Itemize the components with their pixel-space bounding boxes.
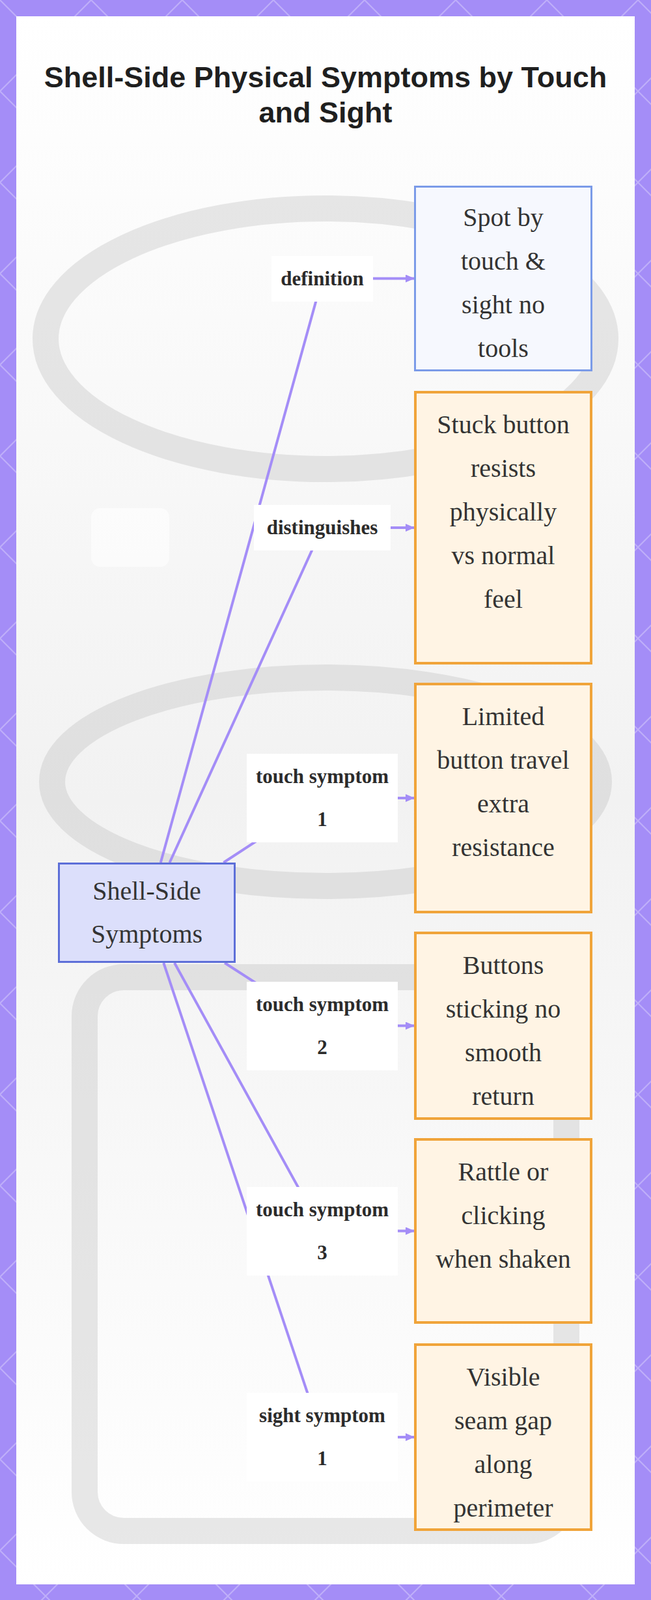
detail-box: Buttons sticking no smooth return [414,930,593,1120]
edge-label: touch symptom 3 [246,1186,398,1275]
node-text: Limited button travel extra resistance [431,693,575,869]
edge-label: distinguishes [253,504,391,551]
lock-icon [91,507,170,567]
node-text: Rattle or clicking when shaken [434,1149,572,1280]
edge-label: sight symptom 1 [246,1391,398,1481]
detail-box: Spot by touch & sight no tools [414,185,593,372]
node-text: Visible seam gap along perimeter [436,1354,571,1529]
connector-arrow [163,962,415,1437]
detail-box: Visible seam gap along perimeter [414,1342,593,1530]
node-text: Shell-Side Symptoms [69,869,226,956]
detail-box: Rattle or clicking when shaken [414,1137,593,1323]
node-text: Stuck button resists physically vs norma… [436,402,571,621]
detail-box: Stuck button resists physically vs norma… [414,390,593,665]
connector-arrow [169,527,415,862]
node-text: Buttons sticking no smooth return [436,942,571,1118]
edge-label: touch symptom 2 [246,981,398,1070]
detail-box: Limited button travel extra resistance [414,682,593,913]
node-text: Spot by touch & sight no tools [438,195,569,370]
connector-arrow [160,278,415,863]
diagram-title: Shell-Side Physical Symptoms by Touch an… [39,59,612,131]
edge-label: touch symptom 1 [246,753,398,842]
root-box: Shell-Side Symptoms [57,861,236,963]
edge-label: definition [271,255,374,302]
